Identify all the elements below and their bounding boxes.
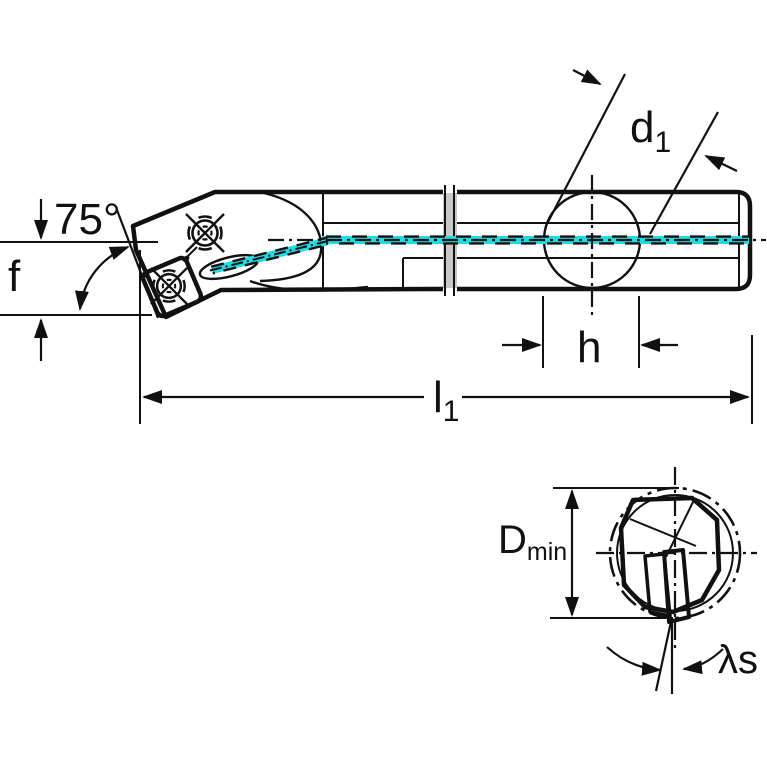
end-view: Dmin λs [498, 467, 758, 694]
pocket-edge-line [665, 499, 695, 558]
label-l1: l1 [433, 373, 459, 428]
dimension-h: h [502, 296, 678, 372]
dimension-f: f [0, 199, 152, 361]
label-entering-angle: 75° [54, 195, 121, 244]
label-dmin: Dmin [498, 518, 567, 566]
dimension-lambda-s: λs [606, 616, 758, 694]
dimension-d1: d1 [547, 69, 738, 235]
indexable-insert [140, 255, 204, 319]
label-lambda-s: λs [718, 638, 758, 682]
label-d1: d1 [630, 103, 671, 159]
dimension-l1: l1 [139, 250, 753, 428]
insert-screw-icon [149, 266, 189, 306]
angle-arc-75: 75° [54, 195, 130, 311]
dimension-dmin: Dmin [498, 487, 679, 619]
bar-end-profile [618, 495, 722, 615]
label-f: f [8, 252, 21, 301]
main-side-view: f 75° d1 h l1 [0, 69, 766, 428]
insert-corner-dot [184, 255, 190, 261]
tool-body [130, 189, 753, 320]
clamp-screw-icon [184, 212, 226, 254]
coolant-channel [209, 235, 749, 275]
head-slope-line [629, 518, 697, 547]
label-h: h [577, 323, 601, 372]
head-underside-curve [249, 279, 369, 292]
clamp-contour-curve [259, 191, 323, 283]
